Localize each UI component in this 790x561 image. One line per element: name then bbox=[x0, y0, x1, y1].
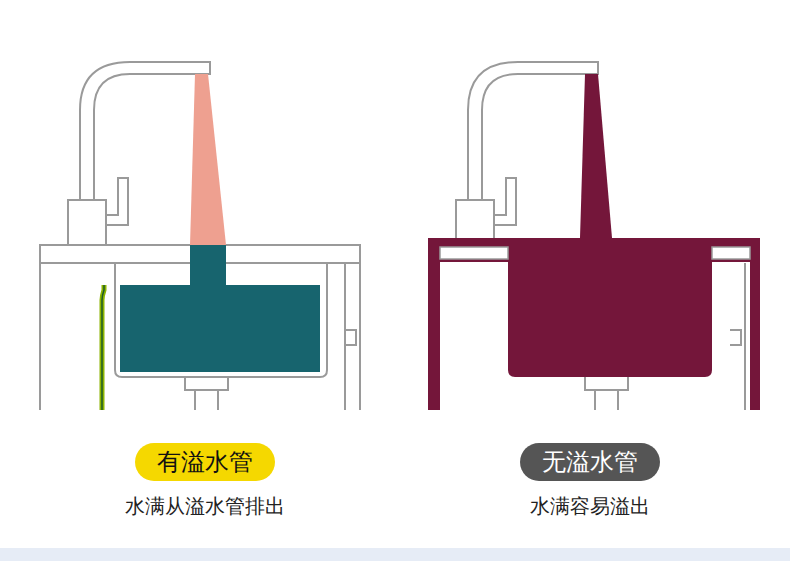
overflow-pipe-core bbox=[102, 285, 104, 410]
caption-text: 水满容易溢出 bbox=[530, 493, 650, 519]
water bbox=[120, 245, 320, 372]
water-stream bbox=[190, 74, 226, 245]
water-stream bbox=[580, 74, 612, 238]
tag-pill: 有溢水管 bbox=[135, 443, 275, 481]
left-sink bbox=[40, 62, 360, 410]
spilling-water bbox=[428, 238, 760, 410]
tag-text: 无溢水管 bbox=[542, 448, 638, 476]
overflow-pipe bbox=[102, 285, 104, 410]
tag-text: 有溢水管 bbox=[157, 448, 253, 476]
tag-pill: 无溢水管 bbox=[520, 443, 660, 481]
caption-text: 水满从溢水管排出 bbox=[125, 493, 285, 519]
bottom-band bbox=[0, 548, 790, 561]
countertop bbox=[440, 247, 508, 259]
countertop bbox=[712, 247, 750, 259]
